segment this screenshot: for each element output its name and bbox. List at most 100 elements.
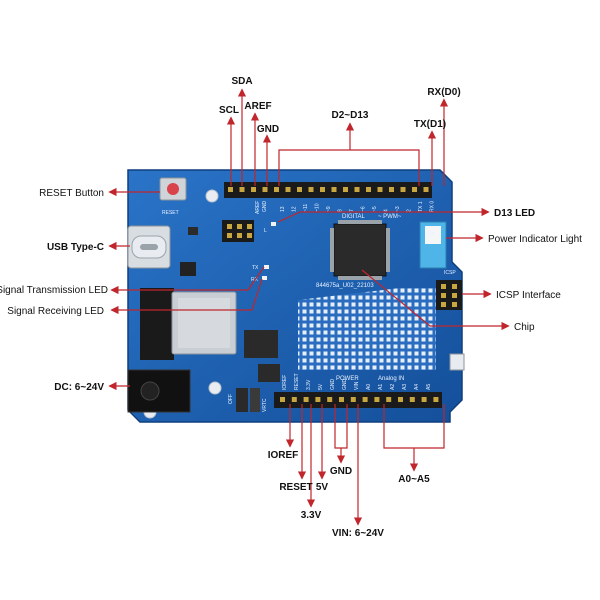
top-pin-number: 7 xyxy=(349,209,355,212)
label-3-3v: 3.3V xyxy=(301,510,322,521)
header-pin xyxy=(350,397,356,402)
label-gnd-top: GND xyxy=(257,124,279,135)
off-silk: OFF xyxy=(228,394,234,404)
header-pin xyxy=(366,187,371,192)
header-pin xyxy=(303,397,309,402)
header-pin xyxy=(386,397,392,402)
header-pin xyxy=(262,187,268,192)
icsp-silk: ICSP xyxy=(444,270,456,276)
bottom-pin-label: RESET xyxy=(294,373,300,390)
top-pin-number: 12 xyxy=(292,206,298,212)
label-a0-a5: A0~A5 xyxy=(398,474,430,485)
label-usb-type-c: USB Type-C xyxy=(47,242,104,253)
label-tx: TX(D1) xyxy=(414,119,446,130)
label-aref: AREF xyxy=(244,101,271,112)
label-5v: 5V xyxy=(316,482,329,493)
mounting-hole xyxy=(208,381,222,395)
on-silk: ON xyxy=(427,231,435,237)
top-pin-number: ~9 xyxy=(326,206,332,212)
header-pin xyxy=(331,187,337,192)
header-pin xyxy=(377,187,383,192)
signal-receiving-led xyxy=(262,276,267,280)
header-pin xyxy=(327,397,333,402)
label-reset: RESET xyxy=(279,482,312,493)
pwm-silk: ~ PWM~ xyxy=(378,214,402,220)
bottom-pin-label: VIN xyxy=(354,381,360,390)
component xyxy=(188,227,198,235)
label-chip: Chip xyxy=(514,322,535,333)
header-pin xyxy=(239,187,245,192)
header-pin xyxy=(297,187,302,192)
label-scl: SCL xyxy=(219,105,239,116)
mounting-hole xyxy=(205,189,219,203)
header-pin xyxy=(362,397,368,402)
header-pin xyxy=(389,187,394,192)
header-pin xyxy=(251,187,256,192)
top-pin-number: RX 0 xyxy=(430,201,436,212)
bottom-pin-label: A5 xyxy=(426,384,432,390)
label-sda: SDA xyxy=(231,76,252,87)
header-pin xyxy=(354,187,360,192)
bottom-pin-label: A0 xyxy=(366,384,372,390)
bottom-pin-label: A2 xyxy=(390,384,396,390)
header-pin xyxy=(423,187,429,192)
header-pin xyxy=(280,397,285,402)
header-pin xyxy=(374,397,380,402)
l-silk: L xyxy=(264,228,267,234)
left-jumper-header xyxy=(222,220,254,242)
reset-button[interactable] xyxy=(159,177,187,201)
header-pin xyxy=(421,397,427,402)
header-pin xyxy=(274,187,279,192)
reset-silk: RESET xyxy=(162,210,179,216)
label-d13-led: D13 LED xyxy=(494,208,535,219)
power-silk: POWER xyxy=(336,376,359,382)
top-pin-number: ~10 xyxy=(315,203,321,212)
bottom-header xyxy=(274,392,442,408)
label-rx: RX(D0) xyxy=(427,87,460,98)
header-pin xyxy=(398,397,403,402)
usb-type-c-port[interactable] xyxy=(127,225,171,269)
wifi-module xyxy=(140,288,237,360)
top-pin-number: ~3 xyxy=(395,206,401,212)
top-pin-number: ~11 xyxy=(303,204,309,212)
label-ioref: IOREF xyxy=(268,450,299,461)
top-header xyxy=(224,182,432,198)
header-pin xyxy=(343,187,348,192)
top-pin-number: ~5 xyxy=(372,206,378,212)
header-pin xyxy=(320,187,325,192)
prototype-area xyxy=(298,288,436,370)
header-pin xyxy=(400,187,406,192)
top-pin-number: 4 xyxy=(384,209,390,212)
top-pin-number: 2 xyxy=(407,209,413,212)
bottom-pin-label: A4 xyxy=(414,384,420,390)
bottom-pin-label: A3 xyxy=(402,384,408,390)
bottom-pin-label: GND xyxy=(330,379,336,391)
bottom-pin-label: IOREF xyxy=(282,375,288,390)
top-pin-number: 8 xyxy=(338,209,344,212)
label-signal-receiving-led: Signal Receiving LED xyxy=(7,306,104,317)
top-pin-number: 13 xyxy=(280,206,286,212)
header-pin xyxy=(412,187,417,192)
header-pin xyxy=(228,187,233,192)
regulator xyxy=(244,330,278,358)
label-d2-d13: D2~D13 xyxy=(332,110,369,121)
callout-arrows xyxy=(108,88,510,526)
header-pin xyxy=(409,397,415,402)
chip-code: 844675a_U02_22103 xyxy=(316,283,374,289)
label-signal-transmission-led: Signal Transmission LED xyxy=(0,285,108,296)
power-switch[interactable] xyxy=(419,221,447,269)
vrtc-silk: VRTC xyxy=(262,398,268,412)
digital-silk: DIGITAL xyxy=(342,214,366,220)
aref-silk: AREF xyxy=(255,201,261,214)
icsp-header xyxy=(436,280,462,310)
vrtc-switch[interactable] xyxy=(236,388,260,412)
bottom-pin-label: A1 xyxy=(378,384,384,390)
header-pin xyxy=(433,397,439,402)
label-gnd-bottom: GND xyxy=(330,466,352,477)
dc-jack[interactable] xyxy=(127,369,191,413)
header-pin xyxy=(339,397,344,402)
